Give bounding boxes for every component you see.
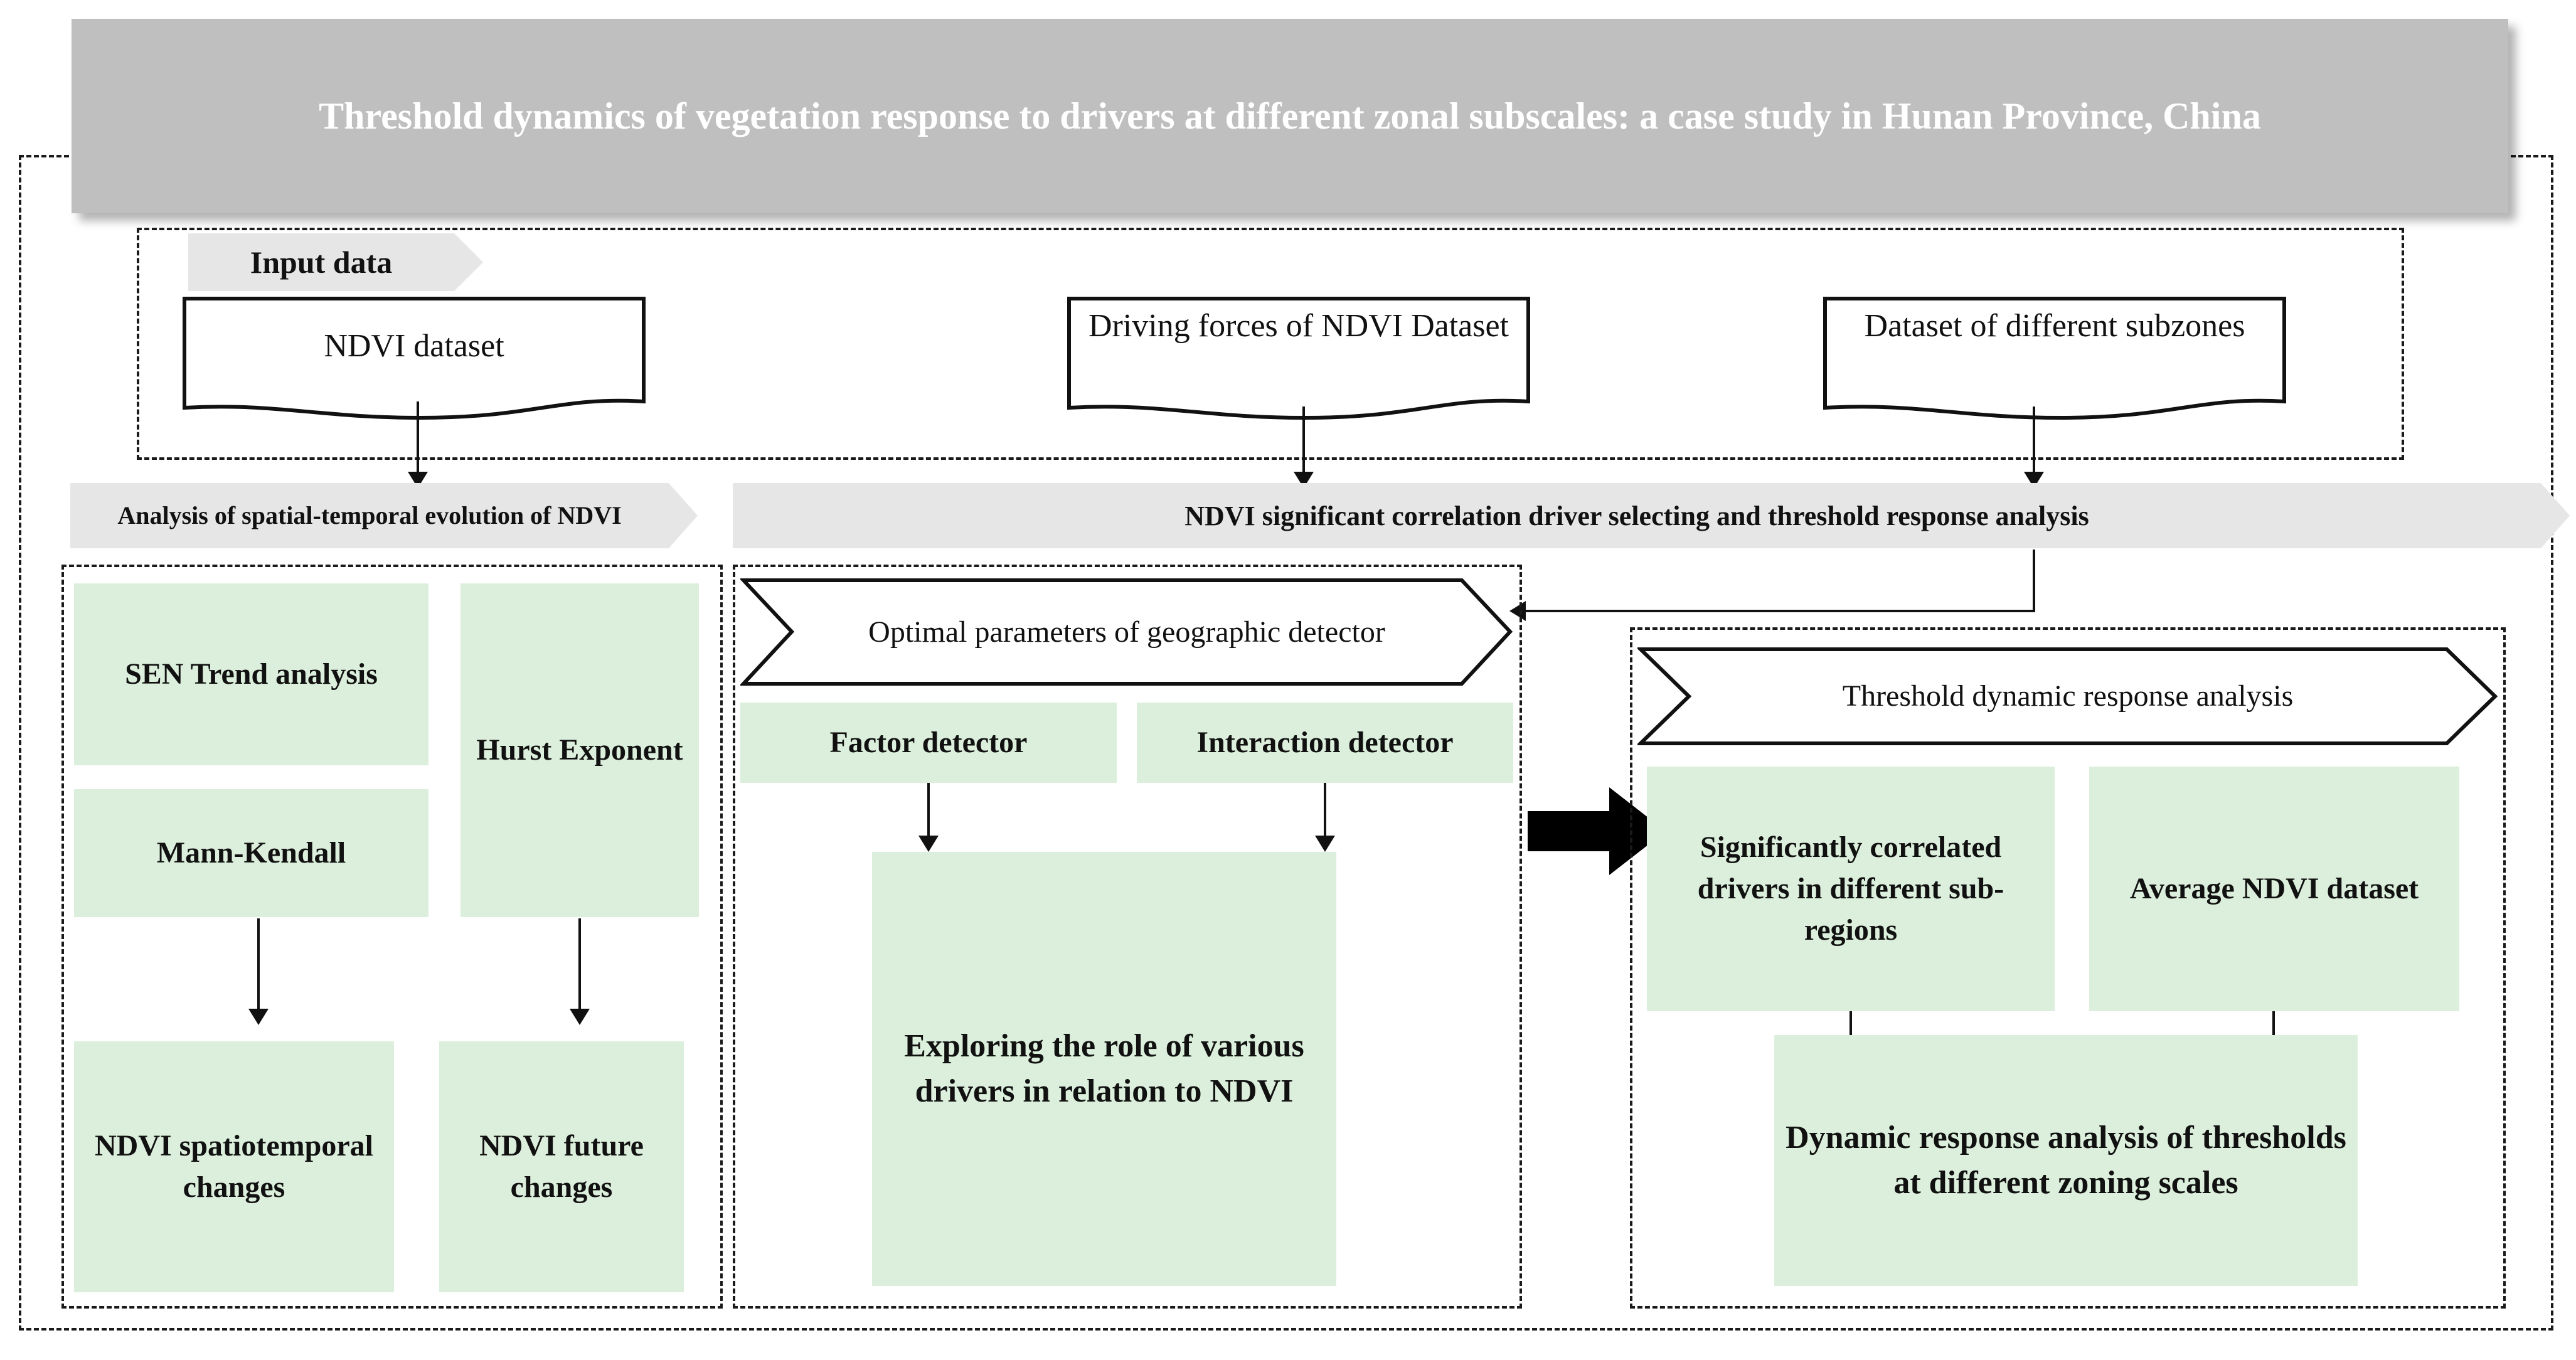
connector-ndvi-to-left-banner bbox=[417, 401, 419, 483]
threshold-input-significant-drivers: Significantly correlated drivers in diff… bbox=[1647, 767, 2055, 1011]
output-ndvi-future-changes: NDVI future changes bbox=[439, 1041, 684, 1292]
connector-subzones-feedback-vertical bbox=[2033, 550, 2035, 612]
left-branch-panel bbox=[61, 565, 723, 1309]
detector-factor-label: Factor detector bbox=[829, 725, 1028, 759]
method-mann-kendall-label: Mann-Kendall bbox=[156, 836, 346, 869]
detector-ribbon-label: Optimal parameters of geographic detecto… bbox=[868, 615, 1385, 649]
threshold-panel bbox=[1630, 627, 2506, 1309]
threshold-result-label: Dynamic response analysis of thresholds … bbox=[1786, 1120, 2346, 1201]
ribbon-shape-icon bbox=[1637, 647, 2498, 745]
figure-title: Threshold dynamics of vegetation respons… bbox=[72, 19, 2508, 213]
input-data-banner-label: Input data bbox=[250, 245, 393, 280]
connector-factor-to-result bbox=[927, 783, 930, 846]
method-sen-trend: SEN Trend analysis bbox=[74, 583, 428, 765]
dataset-subzones: Dataset of different subzones bbox=[1823, 295, 2287, 420]
figure-title-text: Threshold dynamics of vegetation respons… bbox=[319, 95, 2261, 137]
detector-result-label: Exploring the role of various drivers in… bbox=[904, 1028, 1304, 1109]
output-ndvi-future-changes-label: NDVI future changes bbox=[479, 1129, 644, 1204]
dataset-ndvi-label: NDVI dataset bbox=[324, 328, 504, 364]
connector-subzones-feedback-horizontal bbox=[1526, 610, 2035, 612]
threshold-input-average-ndvi: Average NDVI dataset bbox=[2089, 767, 2459, 1011]
detector-factor: Factor detector bbox=[740, 703, 1117, 783]
left-branch-banner-label: Analysis of spatial-temporal evolution o… bbox=[117, 501, 622, 529]
dataset-ndvi: NDVI dataset bbox=[182, 295, 646, 420]
threshold-input-significant-drivers-label: Significantly correlated drivers in diff… bbox=[1697, 830, 2004, 947]
method-sen-trend-label: SEN Trend analysis bbox=[125, 657, 378, 691]
output-ndvi-spatiotemporal-changes-label: NDVI spatiotemporal changes bbox=[95, 1129, 373, 1204]
detector-panel bbox=[733, 565, 1522, 1309]
threshold-ribbon: Threshold dynamic response analysis bbox=[1637, 646, 2498, 746]
document-shape-icon bbox=[1823, 297, 2286, 420]
output-ndvi-spatiotemporal-changes: NDVI spatiotemporal changes bbox=[74, 1041, 394, 1292]
dataset-driving-forces: Driving forces of NDVI Dataset bbox=[1067, 295, 1531, 420]
arrowhead-hurst-to-future bbox=[570, 1009, 590, 1025]
connector-driving-to-right-banner bbox=[1302, 406, 1305, 483]
threshold-ribbon-label: Threshold dynamic response analysis bbox=[1842, 679, 2294, 713]
dataset-subzones-label: Dataset of different subzones bbox=[1864, 308, 2245, 344]
detector-interaction-label: Interaction detector bbox=[1196, 725, 1454, 759]
left-branch-banner: Analysis of spatial-temporal evolution o… bbox=[70, 483, 698, 548]
input-data-banner: Input data bbox=[188, 233, 483, 291]
input-data-panel bbox=[137, 228, 2404, 460]
arrowhead-factor-to-result bbox=[918, 836, 939, 852]
connector-mk-to-spatiotemporal bbox=[257, 918, 260, 1019]
threshold-result-box: Dynamic response analysis of thresholds … bbox=[1774, 1035, 2358, 1286]
arrowhead-feedback-into-detector bbox=[1509, 601, 1526, 621]
ribbon-shape-icon bbox=[740, 578, 1513, 686]
detector-ribbon: Optimal parameters of geographic detecto… bbox=[740, 577, 1513, 687]
method-hurst-exponent: Hurst Exponent bbox=[460, 583, 699, 917]
detector-result-box: Exploring the role of various drivers in… bbox=[872, 852, 1336, 1286]
right-branch-banner-label: NDVI significant correlation driver sele… bbox=[1184, 500, 2089, 531]
right-branch-banner: NDVI significant correlation driver sele… bbox=[733, 483, 2570, 548]
arrowhead-mk-to-spatiotemporal bbox=[248, 1009, 269, 1025]
connector-interaction-to-result bbox=[1324, 783, 1326, 846]
method-hurst-exponent-label: Hurst Exponent bbox=[476, 733, 683, 767]
arrowhead-interaction-to-result bbox=[1315, 836, 1335, 852]
connector-hurst-to-future bbox=[578, 918, 581, 1019]
detector-interaction: Interaction detector bbox=[1137, 703, 1513, 783]
document-shape-icon bbox=[1067, 297, 1530, 420]
document-shape-icon bbox=[183, 297, 646, 420]
connector-subzones-down bbox=[2033, 406, 2035, 483]
threshold-input-average-ndvi-label: Average NDVI dataset bbox=[2129, 871, 2419, 905]
method-mann-kendall: Mann-Kendall bbox=[74, 789, 428, 917]
dataset-driving-forces-label: Driving forces of NDVI Dataset bbox=[1088, 308, 1509, 344]
